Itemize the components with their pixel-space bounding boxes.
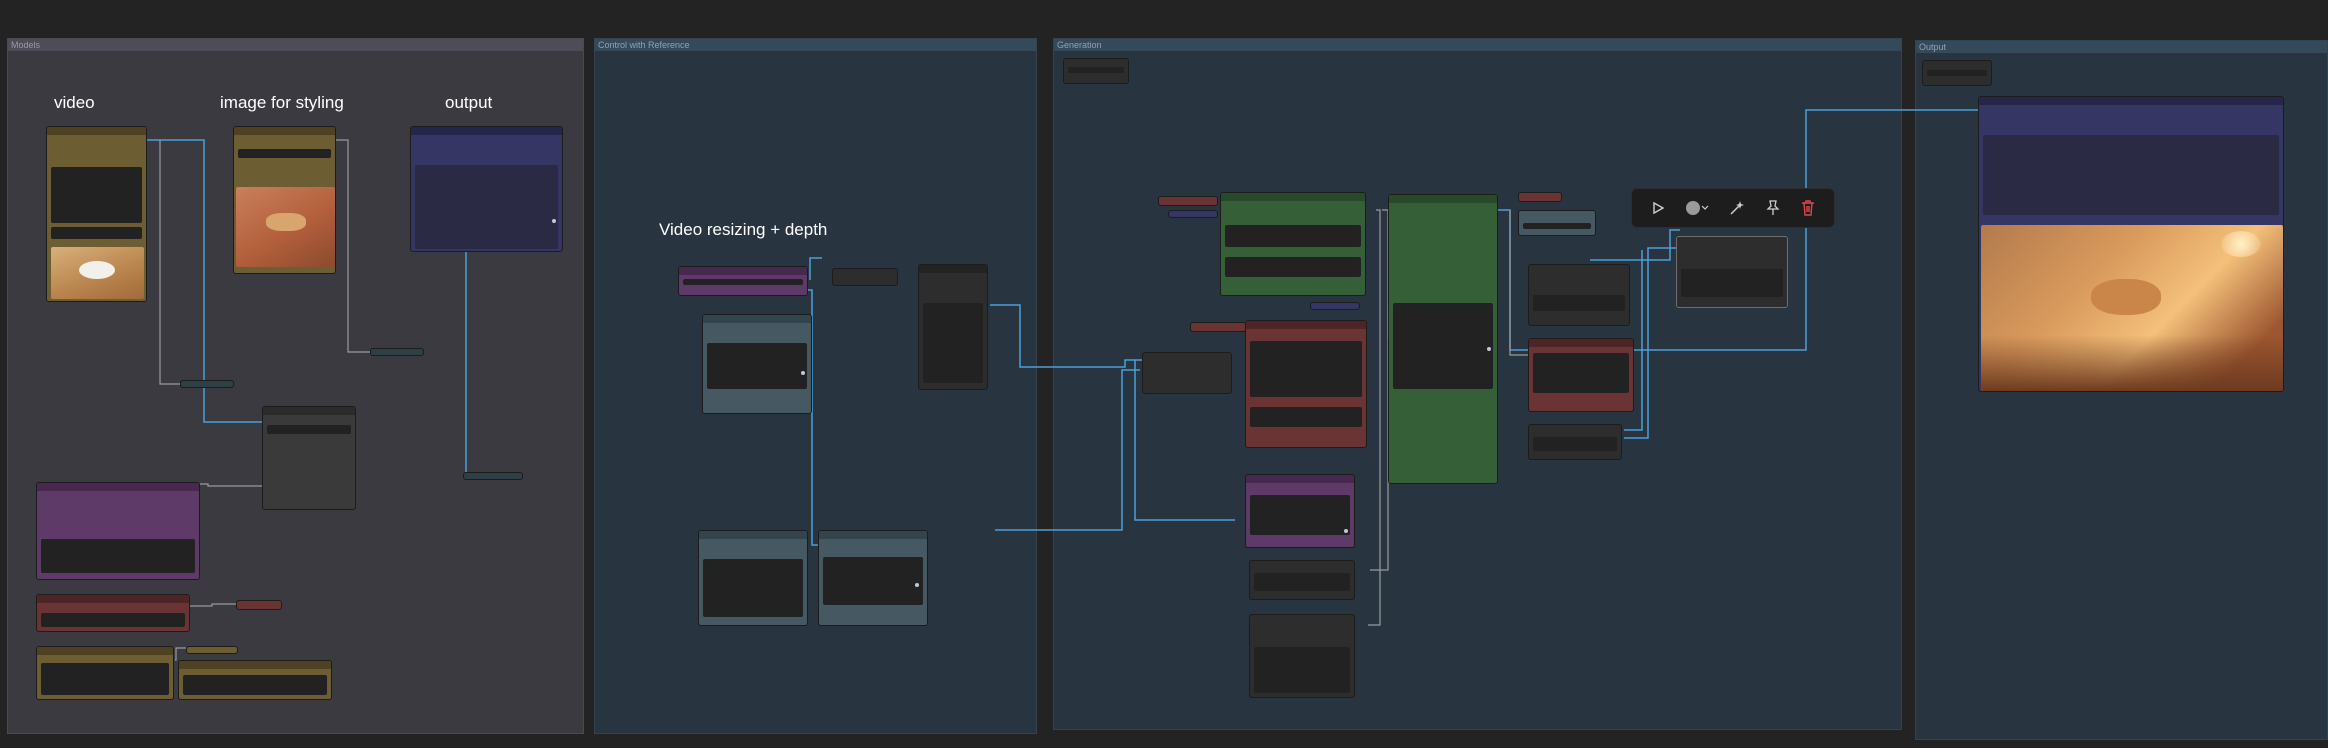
video-preview-thumbnail [51, 247, 144, 299]
play-icon [1653, 201, 1665, 215]
small-red-node-a[interactable] [1158, 196, 1218, 206]
video-combine-output-node[interactable] [410, 126, 563, 252]
bypass-button[interactable] [1724, 195, 1750, 221]
decode-node-1[interactable] [1518, 210, 1596, 236]
lora-node[interactable] [1245, 474, 1355, 548]
label-output: output [445, 93, 493, 112]
group-title[interactable]: Models [8, 39, 583, 51]
resize-node[interactable] [678, 266, 808, 296]
label-video: video [54, 93, 95, 112]
pin-icon [1766, 200, 1780, 215]
upscale-node[interactable] [1528, 264, 1630, 326]
sampler-node[interactable] [1245, 320, 1367, 448]
color-dot-icon [1686, 201, 1701, 215]
reroute-small-3[interactable] [463, 472, 523, 480]
trash-icon [1802, 200, 1815, 216]
group-title[interactable]: Control with Reference [595, 39, 1036, 51]
final-output-node[interactable] [1978, 96, 2284, 392]
load-image-node[interactable] [233, 126, 336, 274]
depth-node-1[interactable] [702, 314, 812, 414]
small-red-node-b[interactable] [1190, 322, 1246, 332]
output-small-node[interactable] [1922, 60, 1992, 86]
chevron-down-icon [1701, 205, 1709, 210]
node-selection-toolbar[interactable] [1631, 188, 1835, 228]
small-olive-node[interactable] [186, 646, 238, 654]
load-video-node[interactable] [46, 126, 147, 302]
vae-encode-node[interactable] [1142, 352, 1232, 394]
tall-preview-node[interactable] [918, 264, 988, 390]
pin-button[interactable] [1760, 195, 1786, 221]
small-param-node[interactable] [236, 600, 282, 610]
run-button[interactable] [1645, 195, 1671, 221]
delete-button[interactable] [1795, 195, 1821, 221]
steps-node[interactable] [1249, 614, 1355, 698]
reroute-small-2[interactable] [370, 348, 424, 356]
selected-node[interactable] [1676, 236, 1788, 308]
group-title[interactable]: Output [1916, 41, 2327, 53]
small-indigo-node[interactable] [1168, 210, 1218, 218]
label-image-for-styling: image for styling [220, 93, 344, 112]
reroute-small-1[interactable] [180, 380, 234, 388]
small-red-node-c[interactable] [1518, 192, 1562, 202]
depth-node-3[interactable] [818, 530, 928, 626]
preview-node[interactable] [262, 406, 356, 510]
small-dark-node-1[interactable] [832, 268, 898, 286]
depth-node-2[interactable] [698, 530, 808, 626]
video-decode-node[interactable] [1528, 338, 1634, 412]
output-video-preview [1981, 225, 2283, 391]
note-node[interactable] [178, 660, 332, 700]
vae-loader-node[interactable] [36, 646, 174, 700]
prompt-node-positive[interactable] [1220, 192, 1366, 296]
color-picker-button[interactable] [1680, 195, 1714, 221]
small-indigo-node-2[interactable] [1310, 302, 1360, 310]
group-title[interactable]: Generation [1054, 39, 1901, 51]
model-loader-node[interactable] [36, 482, 200, 580]
seed-node[interactable] [1063, 58, 1129, 84]
style-image-thumbnail [236, 187, 335, 267]
bypass-wand-icon [1730, 201, 1744, 215]
model-sampling-node[interactable] [1528, 424, 1622, 460]
ksampler-node[interactable] [1388, 194, 1498, 484]
cfg-node[interactable] [1249, 560, 1355, 600]
clip-loader-node[interactable] [36, 594, 190, 632]
label-video-resizing-depth: Video resizing + depth [659, 220, 828, 239]
